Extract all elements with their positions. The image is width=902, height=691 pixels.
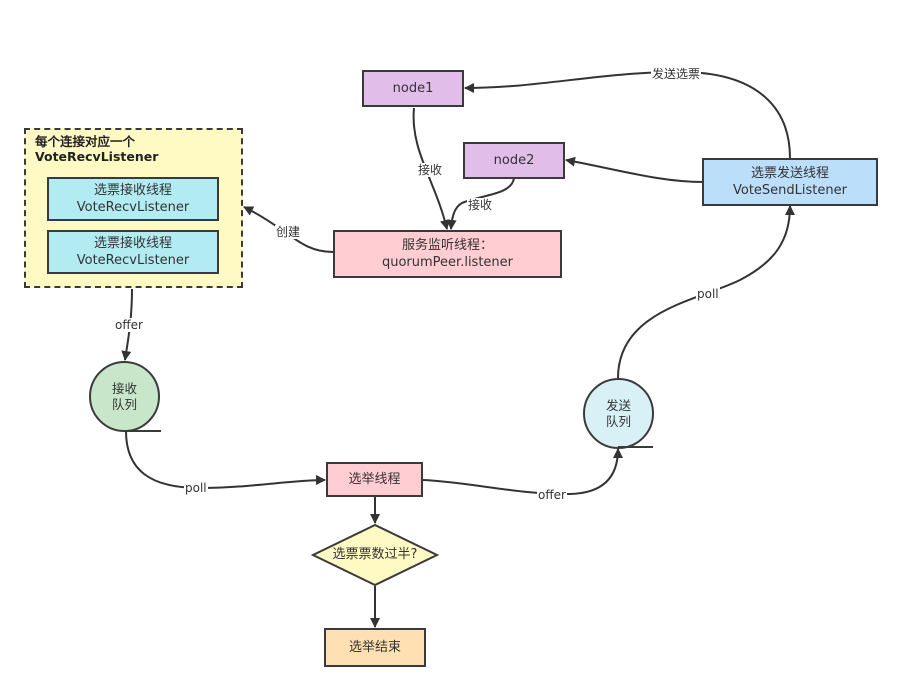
edge-send-to-node2 bbox=[565, 156, 704, 183]
edge-label-offer-send: offer bbox=[537, 488, 567, 502]
edge-offer-send bbox=[422, 448, 623, 496]
vote-recv-listener-1[interactable]: 选票接收线程 VoteRecvListener bbox=[47, 177, 219, 221]
election-thread-box[interactable]: 选举线程 bbox=[326, 462, 423, 497]
election-end-box[interactable]: 选举结束 bbox=[324, 628, 426, 667]
vote-recv-listener-2[interactable]: 选票接收线程 VoteRecvListener bbox=[47, 230, 219, 274]
group-title: 每个连接对应一个 VoteRecvListener bbox=[35, 134, 159, 164]
listener-box[interactable]: 服务监听线程： quorumPeer.listener bbox=[333, 230, 562, 278]
decision-diamond bbox=[310, 523, 440, 587]
edge-poll-send bbox=[617, 205, 795, 379]
node2-box[interactable]: node2 bbox=[463, 142, 565, 179]
edge-poll-recv bbox=[125, 430, 326, 490]
edge-label-create: 创建 bbox=[275, 225, 302, 239]
send-queue[interactable]: 发送 队列 bbox=[583, 378, 654, 449]
send-queue-tail bbox=[618, 446, 653, 448]
edge-node2-to-listener bbox=[446, 177, 515, 230]
edge-label-offer-recv: offer bbox=[114, 318, 144, 332]
edge-label-poll-recv: poll bbox=[184, 481, 208, 495]
node1-box[interactable]: node1 bbox=[362, 70, 464, 107]
vote-send-listener-box[interactable]: 选票发送线程 VoteSendListener bbox=[702, 158, 878, 206]
recv-queue[interactable]: 接收 队列 bbox=[89, 361, 160, 432]
decision-label: 选票票数过半? bbox=[332, 547, 418, 562]
edge-label-recv-node1: 接收 bbox=[417, 163, 444, 177]
edge-label-send-votes: 发送选票 bbox=[651, 67, 702, 81]
recv-queue-tail bbox=[126, 430, 161, 432]
edge-label-poll-send: poll bbox=[696, 287, 720, 301]
edge-label-recv-node2: 接收 bbox=[467, 198, 494, 212]
